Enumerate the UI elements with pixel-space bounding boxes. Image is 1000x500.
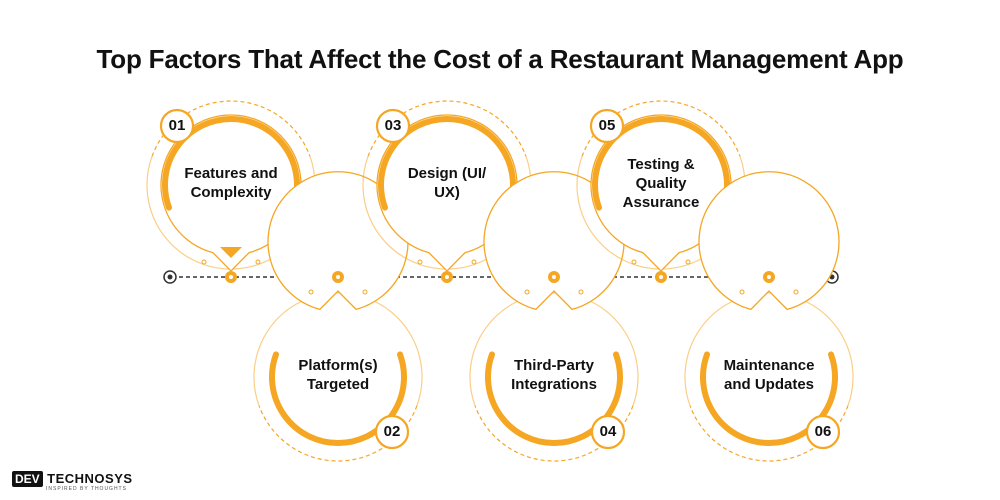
factor-label: Design (UI/ UX) <box>407 165 487 201</box>
timeline-dot-center <box>445 275 449 279</box>
factor-node-01 <box>146 100 316 283</box>
decor-dot <box>201 259 207 265</box>
node-circle <box>698 171 840 311</box>
decor-dot <box>308 289 314 295</box>
factor-number: 06 <box>814 423 832 440</box>
factor-number: 02 <box>383 423 401 440</box>
node-accent-arc <box>269 351 407 446</box>
outer-solid-ring <box>469 292 639 406</box>
number-badge <box>805 414 841 450</box>
decor-dot <box>362 289 368 295</box>
decor-dot <box>739 289 745 295</box>
number-badge <box>590 414 626 450</box>
logo-wordmark: TECHNOSYS <box>47 471 133 486</box>
node-accent-arc <box>700 351 838 446</box>
timeline-dot-center <box>229 275 233 279</box>
node-circle <box>483 171 625 311</box>
factor-node-02 <box>253 171 423 462</box>
node-accent-arc <box>378 116 516 211</box>
number-badge <box>159 108 195 144</box>
factor-node-03 <box>362 100 532 283</box>
decor-dot <box>255 259 261 265</box>
factor-label: Third-Party Integrations <box>511 357 597 393</box>
node-accent-arc <box>485 351 623 446</box>
number-badge <box>375 108 411 144</box>
timeline-dot-center <box>659 275 663 279</box>
page-title: Top Factors That Affect the Cost of a Re… <box>96 44 904 74</box>
factor-node-05 <box>576 100 746 283</box>
factor-number: 03 <box>384 117 402 134</box>
number-badge <box>589 108 625 144</box>
devtechnosys-logo: DEV TECHNOSYS INSPIRED BY THOUGHTS <box>12 471 133 497</box>
factor-label: Testing & Quality Assurance <box>622 155 700 211</box>
outer-solid-ring <box>253 292 423 406</box>
logo-tagline: INSPIRED BY THOUGHTS <box>46 486 127 492</box>
decor-dot <box>524 289 530 295</box>
factor-label: Features and Complexity <box>184 165 278 201</box>
factor-label: Platform(s) Targeted <box>298 357 378 393</box>
timeline-dot-center <box>336 275 340 279</box>
logo-mark: DEV <box>12 471 43 487</box>
factor-number: 01 <box>168 117 186 134</box>
decor-dot <box>685 259 691 265</box>
outer-solid-ring <box>684 292 854 406</box>
timeline-dot-center <box>767 275 771 279</box>
decor-dot <box>417 259 423 265</box>
node-accent-arc <box>162 116 300 211</box>
factor-node-04 <box>469 171 639 462</box>
node-accent-arc <box>592 116 730 211</box>
decor-dot <box>631 259 637 265</box>
decor-dot <box>471 259 477 265</box>
node-circle <box>267 171 409 311</box>
factor-number: 04 <box>599 423 617 440</box>
factor-number: 05 <box>598 117 616 134</box>
number-badge <box>374 414 410 450</box>
decor-dot <box>578 289 584 295</box>
pointer-triangle <box>220 247 242 258</box>
factor-label: Maintenance and Updates <box>723 357 815 393</box>
timeline-dot-center <box>552 275 556 279</box>
decor-dot <box>793 289 799 295</box>
timeline-start-marker <box>163 270 177 284</box>
factor-node-06 <box>684 171 854 462</box>
